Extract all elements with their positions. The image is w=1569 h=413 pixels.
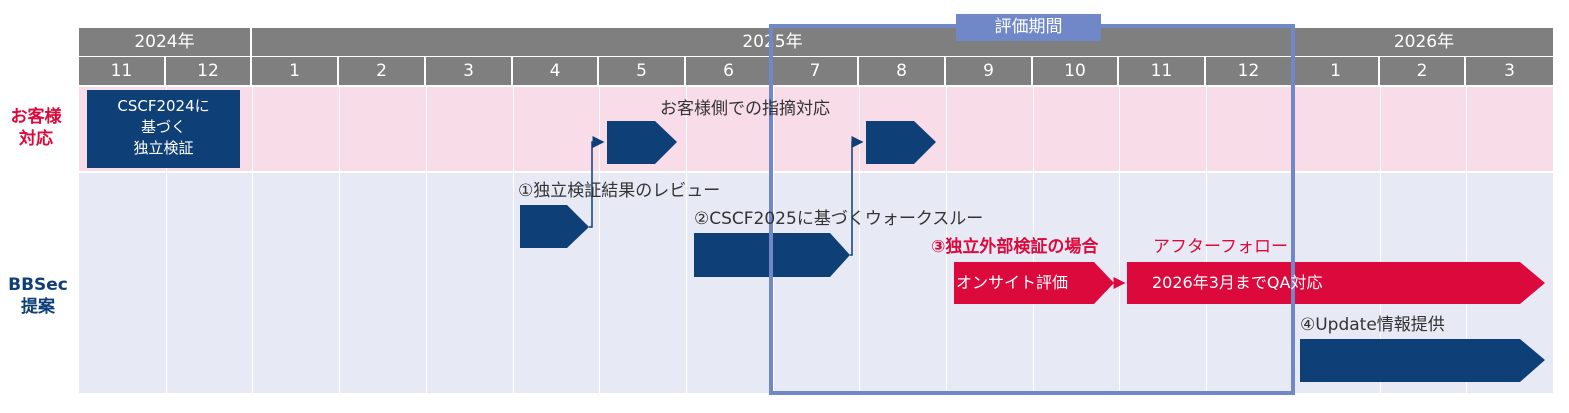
month-gridline — [513, 87, 514, 393]
month-gridline — [1119, 87, 1120, 393]
month-cell: 1 — [1293, 57, 1380, 85]
task1-arrow — [520, 205, 589, 248]
month-cell: 10 — [1033, 57, 1119, 85]
month-cell: 8 — [859, 57, 946, 85]
customer-feedback-label: お客様側での指摘対応 — [660, 99, 830, 119]
month-cell: 3 — [1466, 57, 1553, 85]
month-gridline — [426, 87, 427, 393]
year-2026: 2026年 — [1295, 28, 1553, 56]
task4-label: ④Update情報提供 — [1300, 315, 1445, 335]
month-gridline — [859, 87, 860, 393]
row-label-customer: お客様 対応 — [10, 107, 62, 149]
month-gridline — [1466, 87, 1467, 393]
qa-arrow — [1127, 262, 1545, 304]
connector-task2-feedback — [850, 136, 864, 256]
qa-label: 2026年3月までQA対応 — [1152, 273, 1323, 292]
month-cell: 12 — [166, 57, 252, 85]
month-gridline — [252, 87, 253, 393]
task4-arrow — [1300, 339, 1545, 382]
month-gridline — [339, 87, 340, 393]
month-cell: 11 — [79, 57, 166, 85]
month-cell: 12 — [1206, 57, 1293, 85]
year-2024: 2024年 — [79, 28, 250, 56]
month-gridline — [1033, 87, 1034, 393]
task2-label: ②CSCF2025に基づくウォークスルー — [694, 209, 984, 229]
cscf2024-verification-box: CSCF2024に 基づく 独立検証 — [87, 90, 240, 168]
customer-feedback-arrow-1 — [607, 121, 677, 164]
month-cell: 2 — [339, 57, 426, 85]
task1-label: ①独立検証結果のレビュー — [518, 181, 721, 201]
customer-feedback-arrow-2 — [866, 121, 936, 164]
month-cell: 11 — [1119, 57, 1206, 85]
month-cell: 9 — [946, 57, 1033, 85]
row-label-bbsec: BBSec 提案 — [8, 275, 68, 317]
month-cell: 7 — [773, 57, 859, 85]
onsite-arrow — [954, 262, 1114, 304]
month-cell: 1 — [252, 57, 339, 85]
month-cell: 2 — [1380, 57, 1466, 85]
month-gridline — [686, 87, 687, 393]
month-cell: 5 — [599, 57, 686, 85]
month-gridline — [1206, 87, 1207, 393]
month-gridline — [946, 87, 947, 393]
onsite-label: オンサイト評価 — [956, 273, 1069, 292]
customer-row-band — [79, 87, 1553, 171]
month-gridline — [599, 87, 600, 393]
evaluation-period-label: 評価期間 — [956, 14, 1101, 41]
task3-label: ③独立外部検証の場合 — [931, 237, 1099, 257]
aftercare-label: アフターフォロー — [1153, 237, 1288, 257]
month-gridline — [1380, 87, 1381, 393]
month-cell: 3 — [426, 57, 513, 85]
month-gridline — [166, 87, 167, 393]
connector-task1-feedback — [589, 136, 605, 228]
month-cell: 4 — [513, 57, 599, 85]
